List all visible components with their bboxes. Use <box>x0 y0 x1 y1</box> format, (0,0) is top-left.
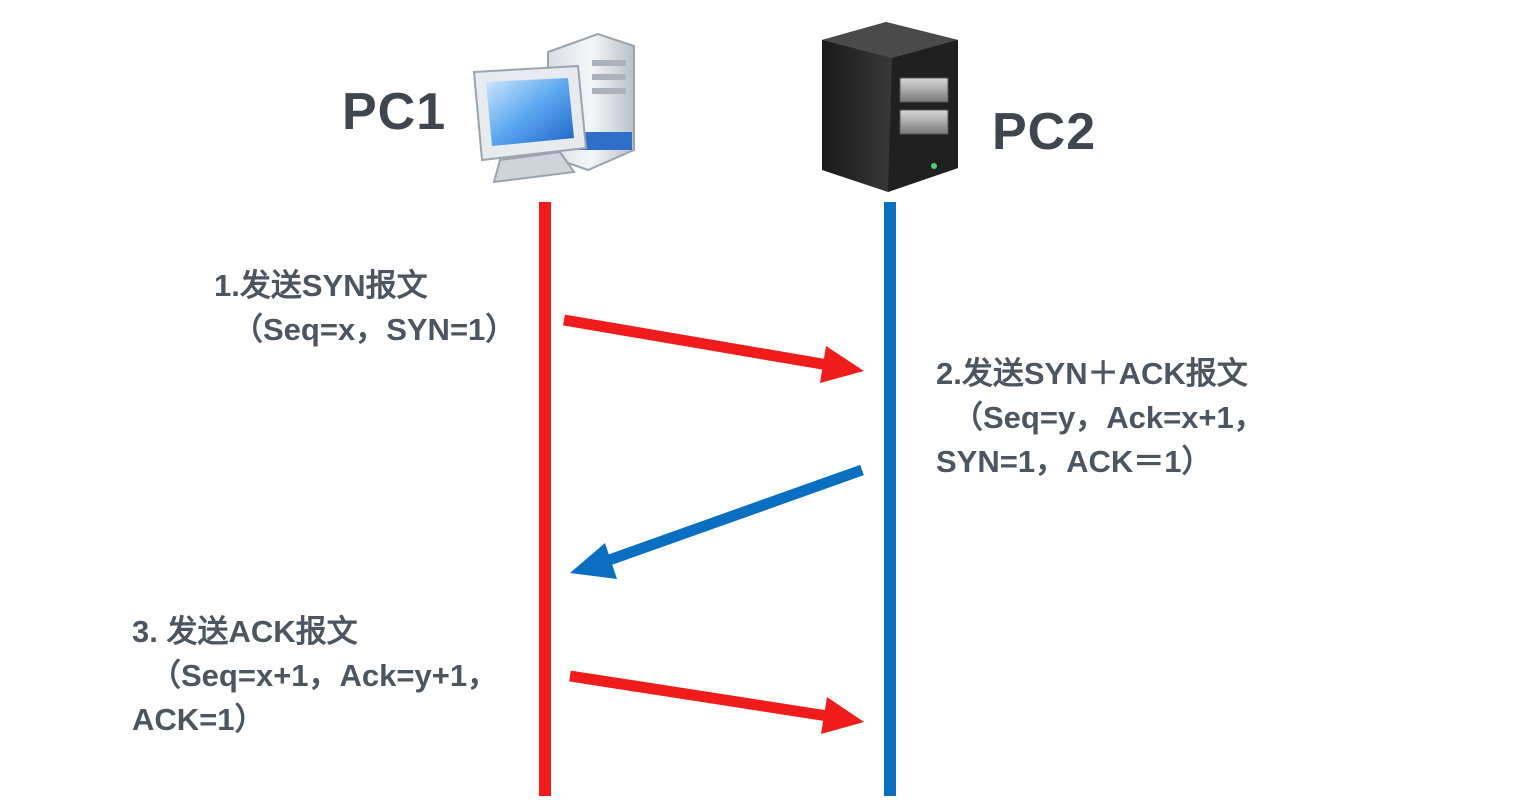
step-1-params: （Seq=x，SYN=1） <box>232 312 517 347</box>
step-2-params: （Seq=y，Ack=x+1， <box>952 400 1265 435</box>
step-3-title: 3. 发送ACK报文 <box>132 614 358 649</box>
server-tower-icon <box>822 22 958 192</box>
step-2-label: 2.发送SYN＋ACK报文 （Seq=y，Ack=x+1， SYN=1，ACK＝… <box>936 352 1265 484</box>
step-2-params-cont: SYN=1，ACK＝1） <box>936 444 1213 479</box>
pc1-label: PC1 <box>342 83 447 141</box>
step-1-title: 1.发送SYN报文 <box>214 268 428 303</box>
step-2-title: 2.发送SYN＋ACK报文 <box>936 356 1248 391</box>
desktop-computer-icon <box>472 32 635 184</box>
step-3-params-cont: ACK=1） <box>132 702 266 737</box>
step-3-params: （Seq=x+1，Ack=y+1， <box>150 658 499 693</box>
syn-arrow <box>563 314 864 383</box>
step-3-label: 3. 发送ACK报文 （Seq=x+1，Ack=y+1， ACK=1） <box>132 610 498 742</box>
pc2-label: PC2 <box>992 103 1097 161</box>
step-1-label: 1.发送SYN报文 （Seq=x，SYN=1） <box>214 264 516 352</box>
ack-arrow <box>569 670 864 734</box>
syn-ack-arrow <box>570 464 864 579</box>
